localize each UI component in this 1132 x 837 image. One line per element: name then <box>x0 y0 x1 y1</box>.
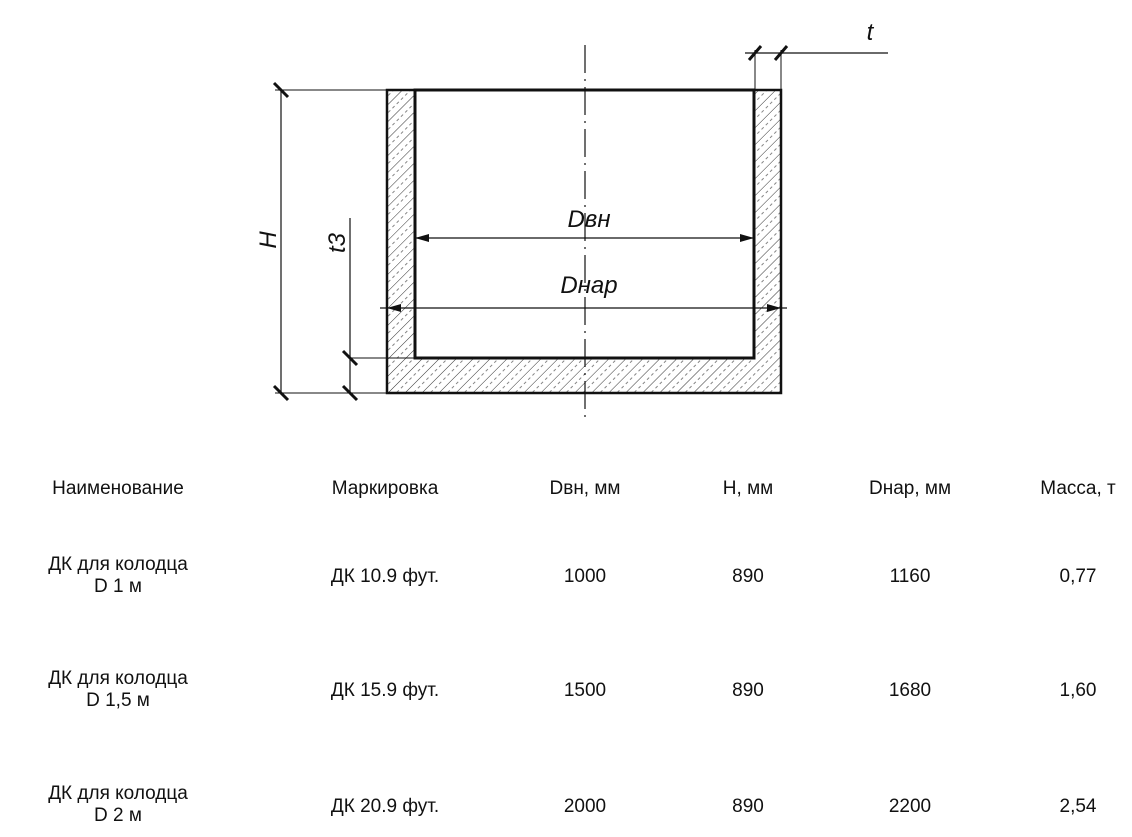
header-h: H, мм <box>722 478 774 499</box>
header-d-inner: Dвн, мм <box>549 478 621 499</box>
row-h: 890 <box>732 796 764 817</box>
row-mass: 2,54 <box>1059 796 1097 817</box>
svg-text:t3: t3 <box>324 232 351 253</box>
name-line: ДК для колодца <box>48 668 188 689</box>
header-name: Наименование <box>52 478 184 499</box>
h-dimension: H <box>255 81 387 402</box>
name-line: D 2 м <box>94 805 142 826</box>
d-inner-dimension: Dвн <box>415 206 754 242</box>
row-mass: 1,60 <box>1059 680 1097 701</box>
d-outer-dimension: Dнар <box>380 272 787 312</box>
name-line: ДК для колодца <box>48 554 188 575</box>
name-line: ДК для колодца <box>48 783 188 804</box>
name-line: D 1,5 м <box>86 690 150 711</box>
header-marking: Маркировка <box>331 478 439 499</box>
row-h: 890 <box>732 680 764 701</box>
row-d-outer: 2200 <box>888 796 932 817</box>
row-d-outer: 1160 <box>889 566 931 587</box>
row-marking: ДК 20.9 фут. <box>330 796 440 817</box>
concrete-section <box>385 88 783 395</box>
header-mass: Масса, т <box>1040 478 1116 499</box>
well-bottom-section-drawing: H t3 t Dвн Dнар <box>255 19 888 420</box>
row-d-inner: 1500 <box>563 680 607 701</box>
row-marking: ДК 15.9 фут. <box>330 680 440 701</box>
t-dimension: t <box>745 19 888 90</box>
svg-text:H: H <box>255 231 282 249</box>
row-h: 890 <box>732 566 764 587</box>
row-d-outer: 1680 <box>888 680 932 701</box>
t3-dimension: t3 <box>324 218 415 402</box>
row-d-inner: 2000 <box>563 796 607 817</box>
svg-text:Dвн: Dвн <box>567 206 610 233</box>
svg-text:Dнар: Dнар <box>560 272 617 299</box>
row-mass: 0,77 <box>1059 566 1097 587</box>
name-line: D 1 м <box>94 576 142 597</box>
row-d-inner: 1000 <box>563 566 607 587</box>
header-d-outer: Dнар, мм <box>868 478 952 499</box>
svg-text:t: t <box>867 19 875 46</box>
row-marking: ДК 10.9 фут. <box>330 566 440 587</box>
